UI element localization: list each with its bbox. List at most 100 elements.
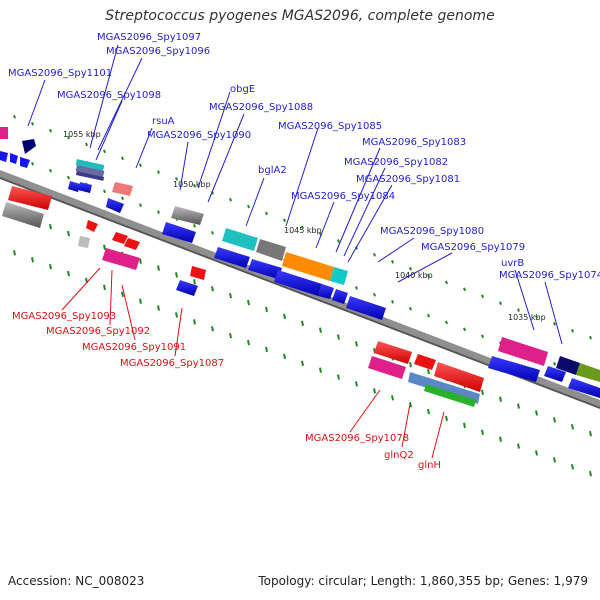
tick-mark [157, 170, 160, 174]
gene-feature [488, 356, 540, 382]
tick-mark [31, 121, 34, 126]
tick-mark [409, 361, 412, 368]
gene-feature [248, 259, 282, 279]
gene-label: MGAS2096_Spy1074 [499, 270, 600, 281]
tick-mark [265, 346, 268, 353]
gene-feature [20, 157, 30, 168]
tick-mark [463, 287, 466, 292]
tick-mark [265, 306, 268, 313]
tick-mark [535, 315, 538, 319]
tick-mark [355, 341, 358, 347]
tick-mark [373, 388, 376, 394]
tick-mark [427, 368, 430, 375]
gene-feature [75, 165, 105, 177]
tick-mark [229, 332, 232, 339]
tick-mark [571, 464, 574, 470]
tick-mark [121, 196, 124, 201]
tick-mark [481, 334, 484, 339]
gene-feature [414, 354, 436, 370]
tick-mark [193, 224, 196, 228]
gene-feature [78, 182, 92, 193]
tick-mark [499, 396, 502, 402]
tick-mark [49, 128, 52, 133]
gene-feature [424, 384, 476, 407]
tick-mark [301, 320, 304, 326]
tick-mark [445, 320, 448, 325]
tick-mark [481, 294, 484, 299]
gene-feature [68, 181, 80, 192]
gene-feature [0, 127, 8, 139]
gene-feature [2, 202, 44, 228]
tick-mark [571, 328, 574, 333]
gene-feature [171, 206, 204, 225]
gene-label: MGAS2096_Spy1088 [209, 102, 313, 113]
tick-mark [103, 284, 106, 291]
gene-feature [112, 232, 128, 244]
gene-feature [75, 159, 105, 171]
tick-mark [319, 367, 322, 373]
kbp-label-1045: 1045 kbp [284, 226, 322, 235]
gene-label: MGAS2096_Spy1079 [421, 242, 525, 253]
tick-mark [139, 298, 142, 304]
gene-label: MGAS2096_Spy1092 [46, 326, 150, 337]
gene-feature [374, 341, 412, 364]
tick-mark [535, 410, 538, 416]
tick-mark [247, 204, 250, 209]
gene-labels-bottom: MGAS2096_Spy1093 MGAS2096_Spy1092 MGAS20… [12, 311, 441, 471]
gene-feature [214, 247, 250, 268]
gene-label: MGAS2096_Spy1097 [97, 32, 201, 43]
gene-feature [10, 153, 18, 164]
tick-mark [13, 115, 16, 119]
gene-feature [318, 284, 334, 299]
gene-feature [576, 363, 600, 382]
gene-label: obgE [230, 84, 255, 95]
tick-mark [67, 230, 70, 237]
tick-mark [517, 308, 520, 312]
gene-feature [222, 228, 258, 251]
tick-mark [391, 299, 394, 304]
leader-lines-top [27, 44, 563, 345]
tick-mark [157, 265, 160, 271]
gene-label: glnQ2 [384, 450, 414, 461]
tick-mark [319, 327, 322, 333]
tick-mark [373, 253, 376, 257]
kbp-label-1035: 1035 kbp [508, 313, 546, 322]
gene-feature [332, 289, 348, 304]
tick-mark [193, 319, 196, 325]
leader-lines-bottom [61, 267, 445, 459]
tick-mark [283, 218, 286, 223]
tick-mark [535, 450, 538, 456]
gene-feature [568, 378, 600, 398]
gene-feature [102, 248, 140, 270]
tick-mark [157, 305, 160, 311]
gene-label: MGAS2096_Spy1084 [291, 191, 395, 202]
tick-mark [139, 203, 142, 207]
tick-mark [589, 335, 592, 340]
tick-mark [517, 443, 520, 449]
gene-feature [86, 220, 98, 232]
tick-mark [229, 292, 232, 299]
genome-summary-text: Topology: circular; Length: 1,860,355 bp… [258, 574, 588, 588]
gene-feature [282, 252, 334, 281]
tick-mark [355, 381, 358, 387]
tick-mark [499, 301, 502, 305]
tick-mark [301, 360, 304, 366]
tick-mark [445, 415, 448, 422]
tick-mark [121, 156, 124, 161]
tick-mark [211, 326, 214, 332]
gene-label: rsuA [152, 116, 175, 127]
gene-label: MGAS2096_Spy1087 [120, 358, 224, 369]
tick-mark [553, 457, 556, 463]
tick-mark [193, 279, 196, 285]
genes-lower [2, 186, 484, 407]
gene-label: MGAS2096_Spy1082 [344, 157, 448, 168]
tick-mark [139, 258, 142, 264]
gene-label: MGAS2096_Spy1078 [305, 433, 409, 444]
tick-mark [283, 353, 286, 360]
tick-mark [391, 259, 394, 264]
gene-feature [8, 186, 52, 210]
tick-mark [211, 286, 214, 292]
tick-mark [49, 168, 52, 173]
tick-mark [49, 223, 52, 230]
